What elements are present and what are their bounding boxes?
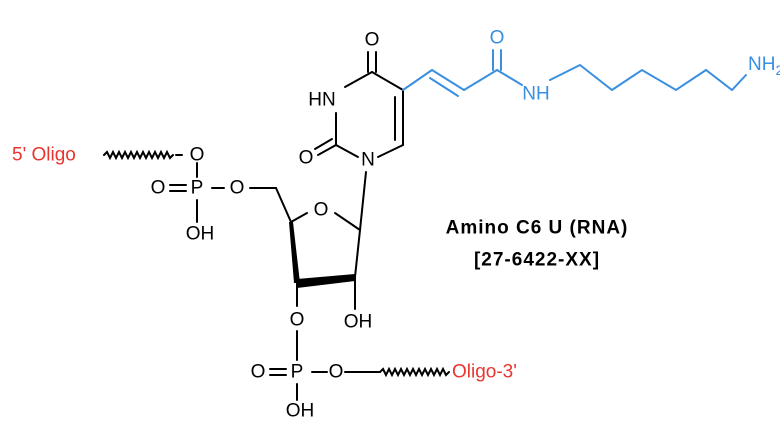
oligo-labels: 5' Oligo Oligo-3' [12,145,517,383]
atom-o-lower-ester: O [329,362,344,383]
atom-o-amide: O [490,28,505,49]
c4-to-ring-o-bond [290,212,308,223]
atom-o-ester: O [230,178,245,199]
vinyl-double-bond-a [431,69,465,91]
atom-nh-amide: NH [522,84,549,105]
c5-to-vinyl-bond [402,69,433,91]
ring-o-to-c1-bond [334,212,361,231]
nh2-subscript: 2 [775,62,780,78]
atom-nh2-terminal: NH2 [748,54,780,79]
carbonyl-to-nh-bond [496,69,523,86]
c1-to-n1-bond [359,171,367,231]
five-prime-oligo-label: 5' Oligo [12,145,76,166]
nh2-main: NH [748,54,775,75]
three-prime-oligo-label: Oligo-3' [452,362,517,383]
atom-p-upper: P [191,178,204,199]
c1-to-c2-bond [354,229,361,278]
atom-o-c2: O [299,148,314,169]
compound-title: Amino C6 U (RNA) [27-6422-XX] [446,218,629,271]
c5-to-c4-bond [275,187,292,223]
atom-p-lower: P [291,362,304,383]
c4-to-c5-bond [371,71,404,91]
three-prime-wavy-linker [379,366,450,378]
linker-atom-labels: O NH NH2 [490,28,780,105]
atom-o-double-lower: O [251,362,266,383]
vinyl-double-bond-b [429,77,459,97]
atom-o-five-prime: O [190,145,205,166]
vinyl-to-carbonyl-bond [463,69,498,91]
c4-c3-wedge-bond [289,222,300,283]
atom-o-ring: O [314,200,329,221]
compound-name: Amino C6 U (RNA) [446,218,629,239]
atom-oh-lower: OH [286,401,315,422]
catalog-number: [27-6422-XX] [474,250,600,271]
atom-o-double-upper: O [151,178,166,199]
hexyl-chain-bonds [549,63,747,92]
atom-oh-c2: OH [344,312,373,333]
linker-bonds [402,49,747,97]
n1-to-c2-bond [335,144,359,158]
atom-o-c4: O [365,30,380,51]
c2-carbonyl-bond-b [314,138,333,150]
n3-to-c4-bond [344,71,373,88]
c3-c2-wedge-bond [297,274,355,288]
atom-hn3: HN [308,90,335,111]
c2-carbonyl-bond-a [317,144,337,156]
five-prime-wavy-linker [103,149,174,161]
atom-n1: N [361,150,375,171]
black-atom-labels: O P O O OH O OH O P O O OH N HN O O [151,30,380,422]
black-bonds [103,51,450,401]
atom-o-three-prime: O [290,310,305,331]
wedge-bonds [289,222,355,288]
c6-to-n1-bond [377,144,404,158]
atom-oh-upper: OH [186,224,215,245]
